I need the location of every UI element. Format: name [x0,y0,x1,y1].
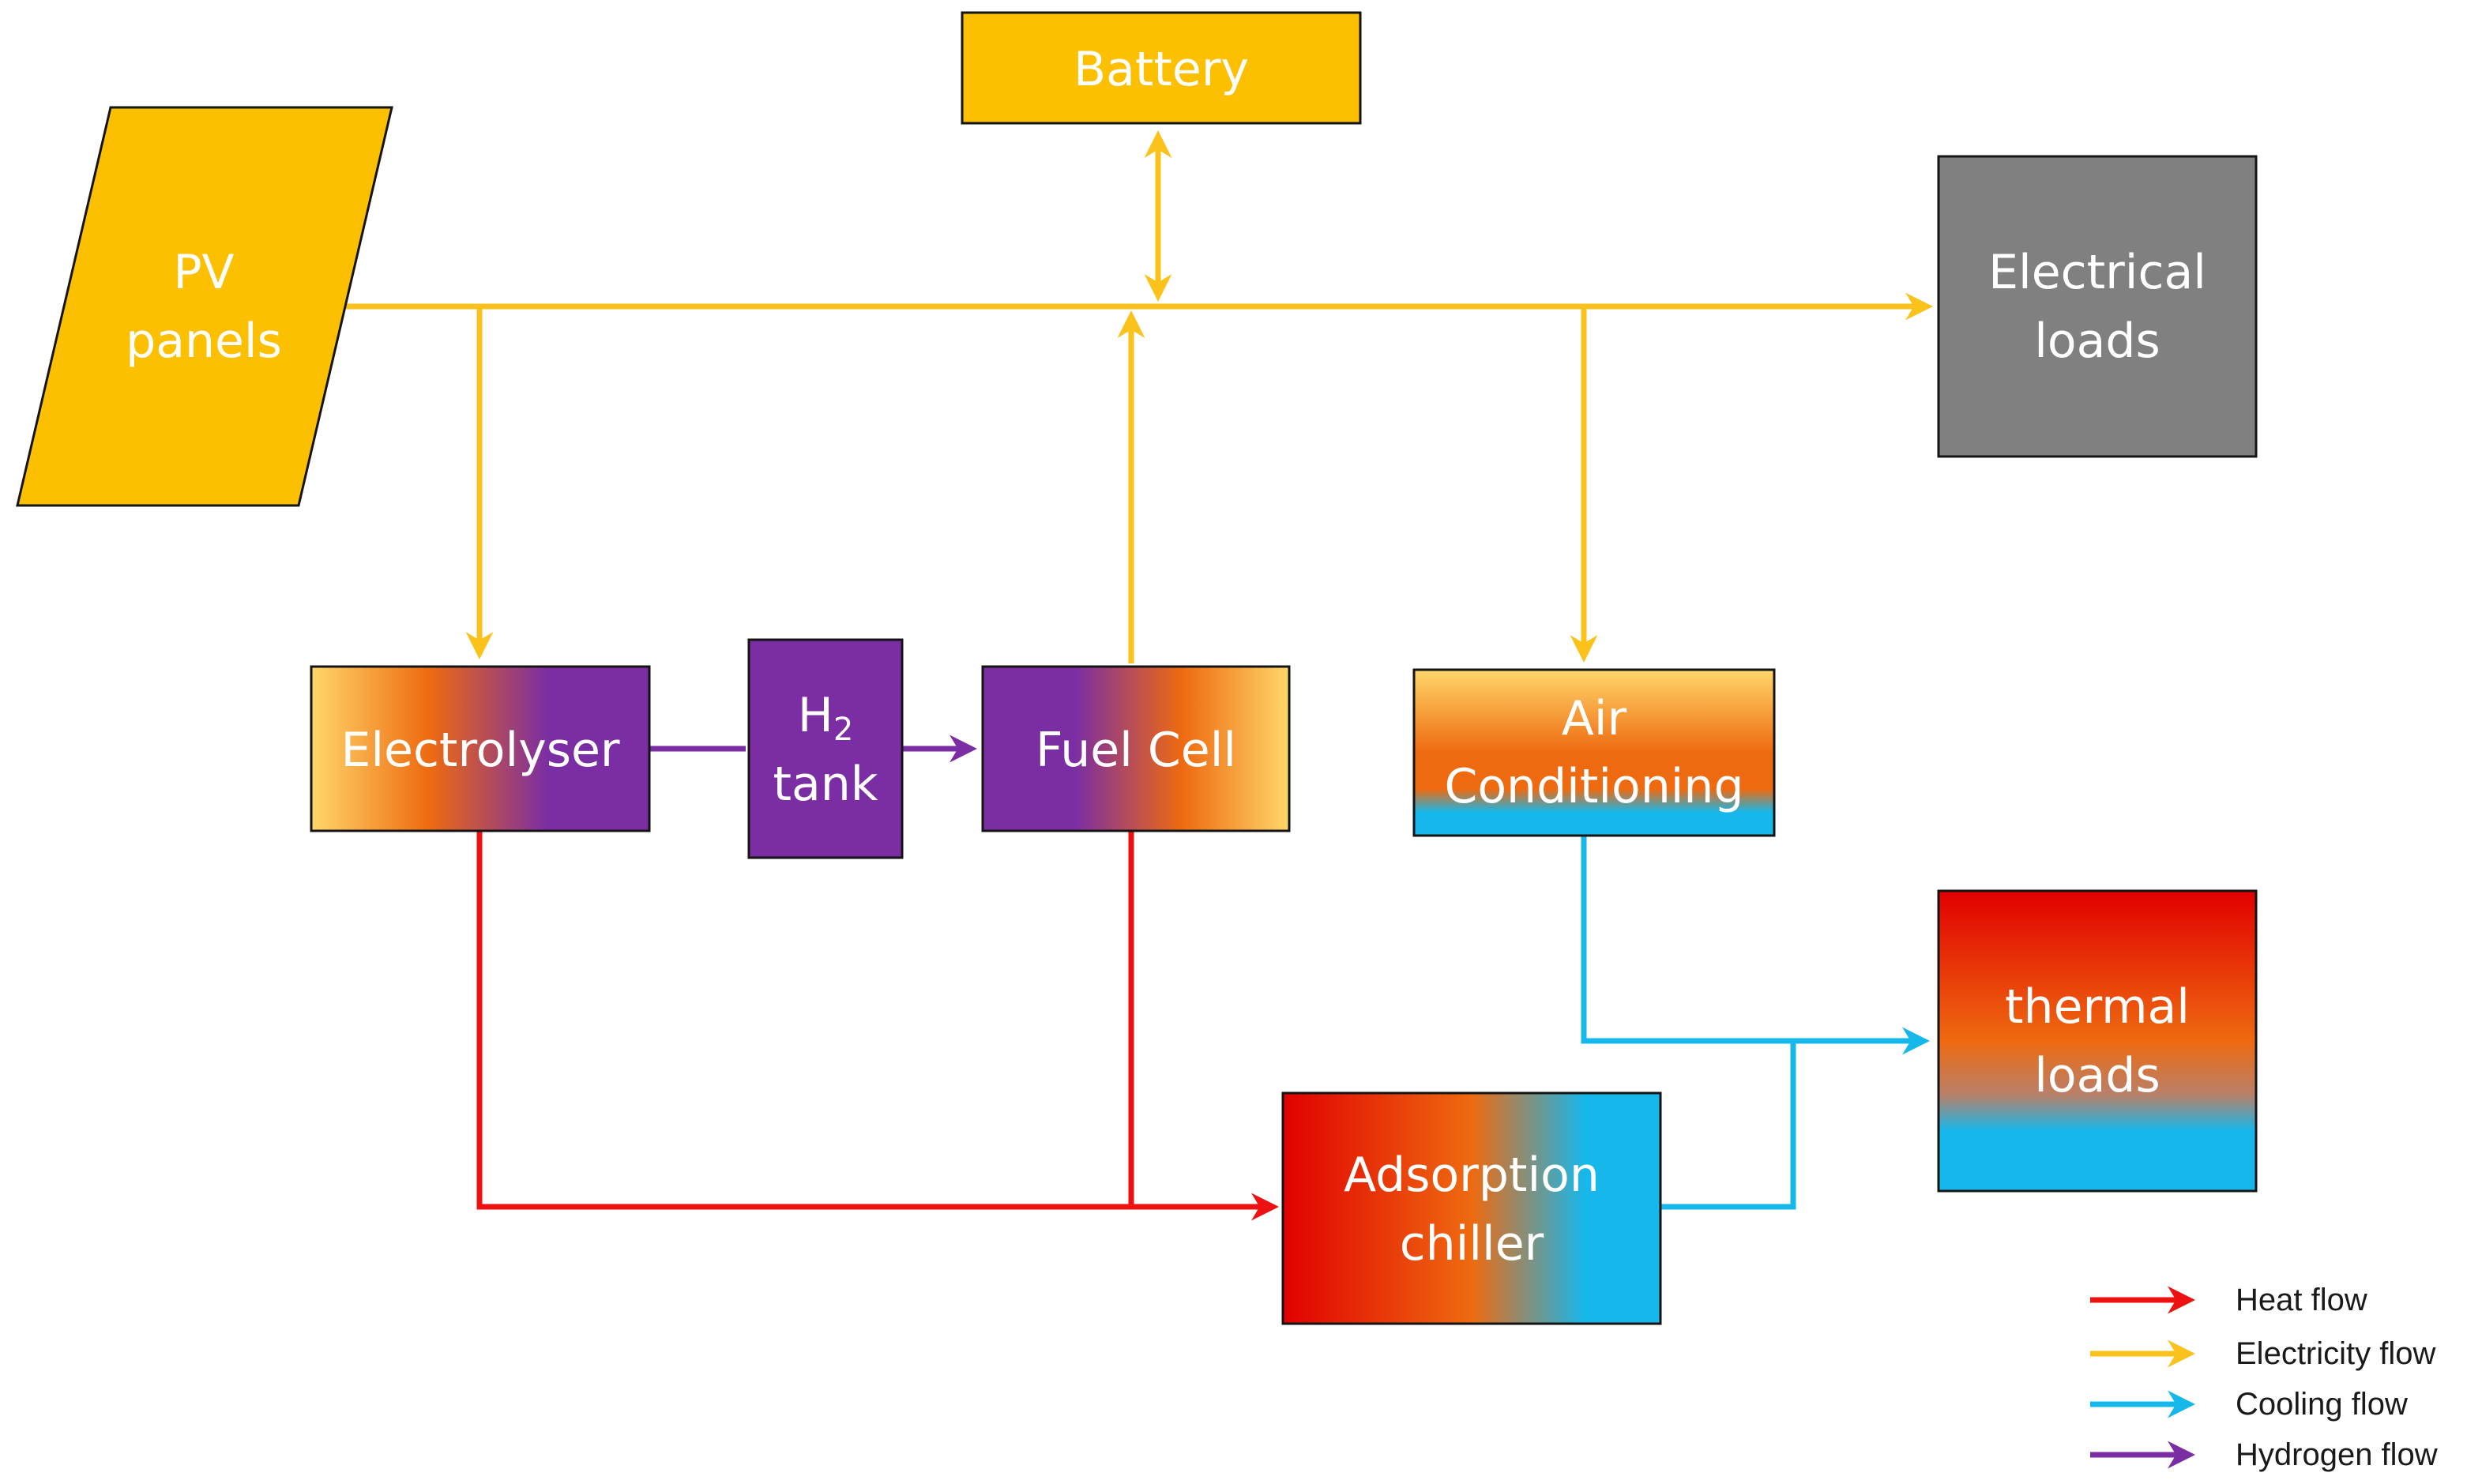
adsorption-chiller-node: Adsorption chiller [1281,1091,1662,1325]
h2-tank-node: H2 tank [747,638,904,859]
h2-tank-line1: H2 [798,688,854,748]
electrolyser-node: Electrolyser [310,665,651,832]
legend-label-hydrogen: Hydrogen flow [2236,1437,2438,1472]
cooling-flow-air-conditioning-to-thermal-loads [1581,836,1930,1055]
air-conditioning-node: Air Conditioning [1412,668,1776,837]
pv-panels-node: PV panels [16,106,393,507]
pv-label-line2: panels [126,314,282,369]
electrical-loads-line1: Electrical [1988,245,2206,300]
flow-lines [340,130,1933,1221]
fuel-cell-node: Fuel Cell [981,665,1291,832]
h2-tank-line2: tank [773,757,878,812]
legend-item-heat: Heat flow [2090,1283,2367,1317]
thermal-loads-line1: thermal [2005,979,2190,1035]
legend-label-electricity: Electricity flow [2236,1336,2435,1371]
legend-label-cooling: Cooling flow [2236,1387,2408,1422]
air-conditioning-line2: Conditioning [1444,759,1743,814]
thermal-loads-line2: loads [2034,1048,2160,1103]
electrical-loads-line2: loads [2034,314,2160,369]
h2-subscript: 2 [833,712,853,748]
legend: Heat flow Electricity flow Cooling flow … [2090,1283,2438,1472]
adsorption-chiller-line1: Adsorption [1344,1148,1600,1203]
battery-label: Battery [1074,42,1249,97]
air-conditioning-line1: Air [1562,691,1627,746]
thermal-loads-node: thermal loads [1937,889,2258,1193]
battery-node: Battery [961,11,1362,125]
h2-symbol: H [798,688,833,743]
legend-item-electricity: Electricity flow [2090,1336,2435,1371]
adsorption-chiller-line2: chiller [1400,1216,1544,1272]
electrical-loads-node: Electrical loads [1937,155,2258,458]
pv-label-line1: PV [173,245,234,300]
electrolyser-label: Electrolyser [340,723,619,778]
legend-item-hydrogen: Hydrogen flow [2090,1437,2438,1472]
fuel-cell-label: Fuel Cell [1036,723,1236,778]
legend-item-cooling: Cooling flow [2090,1387,2408,1422]
heat-flow-electrolyser-to-chiller [476,831,1279,1221]
cooling-flow-chiller-to-thermal-loads [1656,1041,1796,1210]
legend-label-heat: Heat flow [2236,1283,2367,1317]
